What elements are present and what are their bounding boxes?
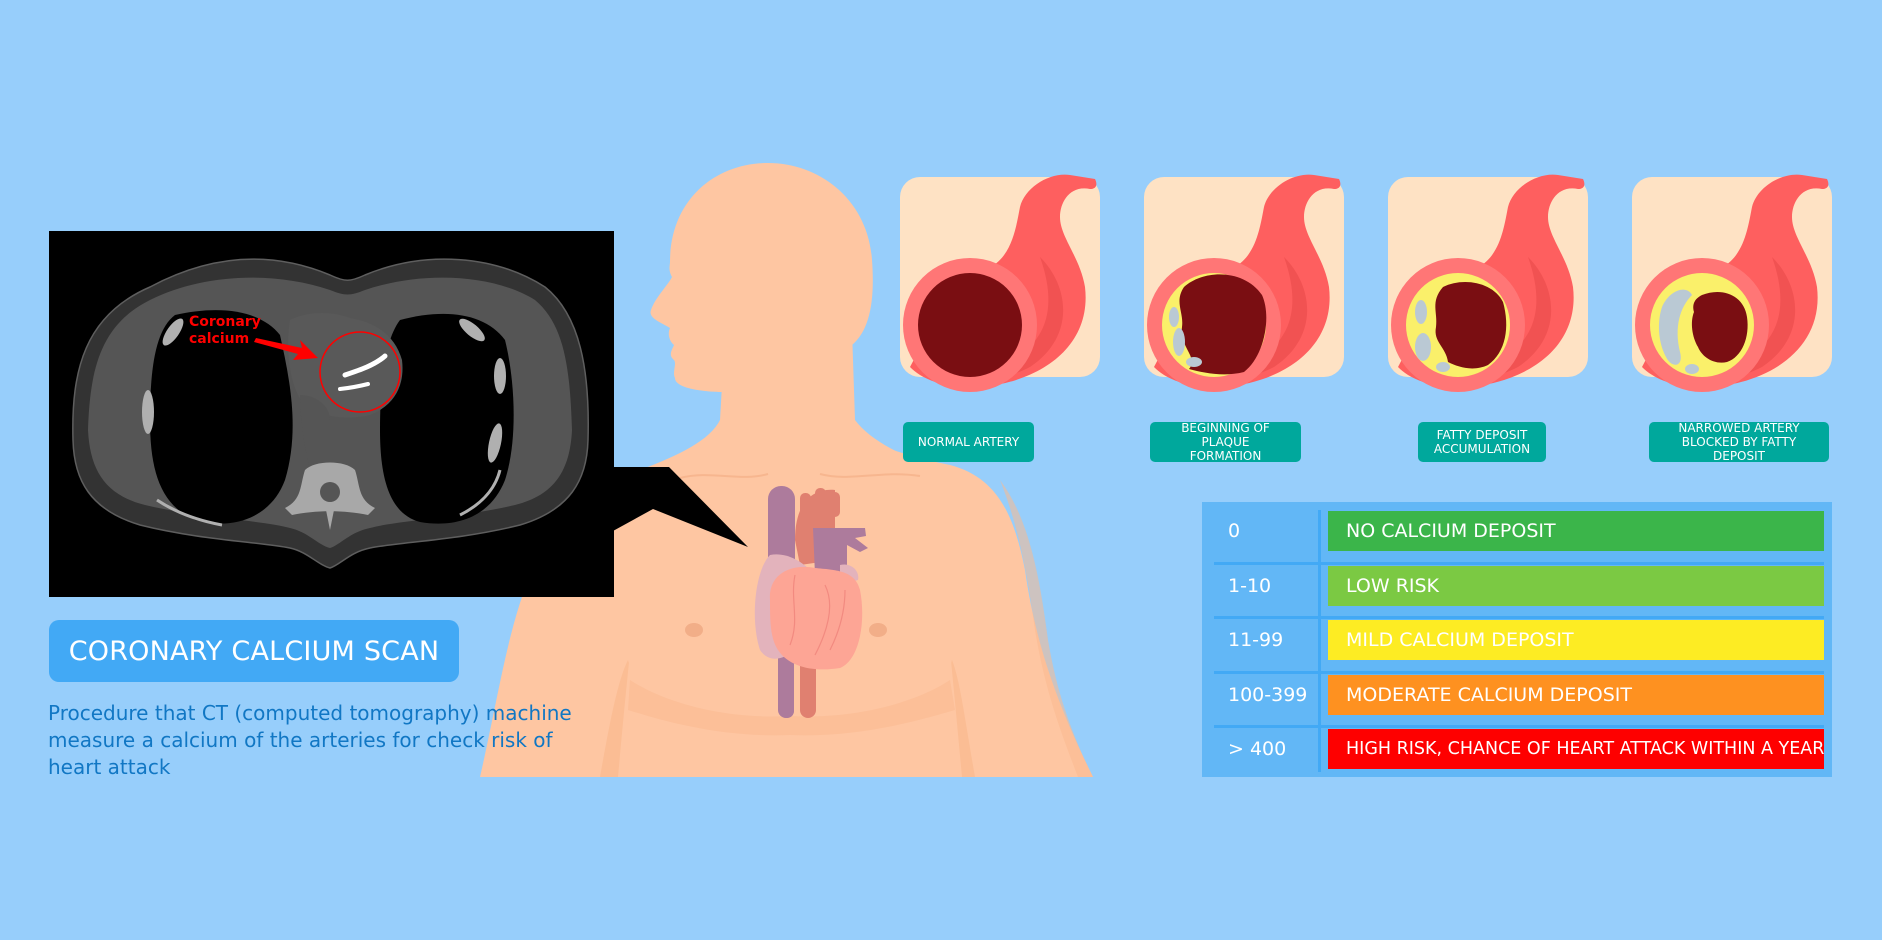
stage-label-fatty-accumulation: FATTY DEPOSIT ACCUMULATION (1418, 422, 1546, 462)
score-meaning: LOW RISK (1328, 566, 1824, 606)
score-value: > 400 (1228, 738, 1287, 760)
heart-ventricles (769, 566, 863, 670)
stage-label-text-2: BLOCKED BY FATTY DEPOSIT (1681, 435, 1797, 463)
stage-label-plaque-formation: BEGINNING OF PLAQUE FORMATION (1150, 421, 1301, 463)
right-shoulder-shade (1000, 480, 1093, 777)
column-divider (1318, 510, 1321, 772)
head (650, 163, 873, 392)
score-meaning: MODERATE CALCIUM DEPOSIT (1328, 675, 1824, 715)
row-divider (1214, 671, 1824, 674)
stage-label-text-1: FATTY DEPOSIT (1436, 428, 1528, 442)
artery-card-1 (900, 174, 1100, 392)
ct-callout-pointer (613, 467, 748, 547)
artery-card-3 (1388, 174, 1588, 392)
stage-label-normal-artery: NORMAL ARTERY (903, 422, 1034, 462)
calcium-highlight-circle (319, 331, 401, 413)
score-row: 100-399 MODERATE CALCIUM DEPOSIT (1202, 675, 1832, 730)
nipple-left (685, 623, 703, 637)
row-divider (1214, 725, 1824, 728)
description-line-2: measure a calcium of the arteries for ch… (48, 728, 553, 752)
artery-card-2 (1144, 174, 1344, 392)
artery-card-4 (1632, 174, 1832, 392)
calcium-pointer-arrow (254, 338, 318, 360)
stage-label-text-1: BEGINNING OF PLAQUE (1181, 421, 1270, 449)
stage-label-text-1: NARROWED ARTERY (1678, 421, 1800, 435)
score-meaning: MILD CALCIUM DEPOSIT (1328, 620, 1824, 660)
score-row: > 400 HIGH RISK, CHANCE OF HEART ATTACK … (1202, 729, 1832, 784)
collarbone-right (819, 473, 921, 478)
calcium-score-table: 0 NO CALCIUM DEPOSIT 1-10 LOW RISK 11-99… (1202, 502, 1832, 777)
score-meaning: HIGH RISK, CHANCE OF HEART ATTACK WITHIN… (1328, 729, 1824, 769)
nipple-right (869, 623, 887, 637)
score-row: 1-10 LOW RISK (1202, 566, 1832, 621)
stage-label-narrowed-artery: NARROWED ARTERY BLOCKED BY FATTY DEPOSIT (1649, 421, 1829, 463)
score-row: 11-99 MILD CALCIUM DEPOSIT (1202, 620, 1832, 675)
row-divider (1214, 562, 1824, 565)
heart-illustration (754, 486, 868, 718)
page-title: CORONARY CALCIUM SCAN (49, 620, 459, 682)
row-divider (1214, 616, 1824, 619)
stage-label-text-2: FORMATION (1189, 449, 1262, 463)
score-meaning: NO CALCIUM DEPOSIT (1328, 511, 1824, 551)
ct-annotation: Coronary calcium (189, 314, 261, 348)
stage-label-text-2: ACCUMULATION (1433, 442, 1531, 456)
ct-annotation-line2: calcium (189, 331, 250, 347)
score-value: 11-99 (1228, 629, 1284, 651)
score-row: 0 NO CALCIUM DEPOSIT (1202, 511, 1832, 566)
score-value: 1-10 (1228, 575, 1272, 597)
neck (640, 330, 930, 470)
collarbone-left (679, 473, 769, 479)
description: Procedure that CT (computed tomography) … (48, 700, 608, 781)
pec-shade (628, 680, 955, 736)
stage-label-text: NORMAL ARTERY (917, 435, 1020, 449)
score-value: 100-399 (1228, 684, 1308, 706)
ct-scan-image (49, 231, 614, 597)
description-line-3: heart attack (48, 755, 171, 779)
ct-annotation-line1: Coronary (189, 314, 261, 330)
score-value: 0 (1228, 520, 1241, 542)
description-line-1: Procedure that CT (computed tomography) … (48, 701, 572, 725)
